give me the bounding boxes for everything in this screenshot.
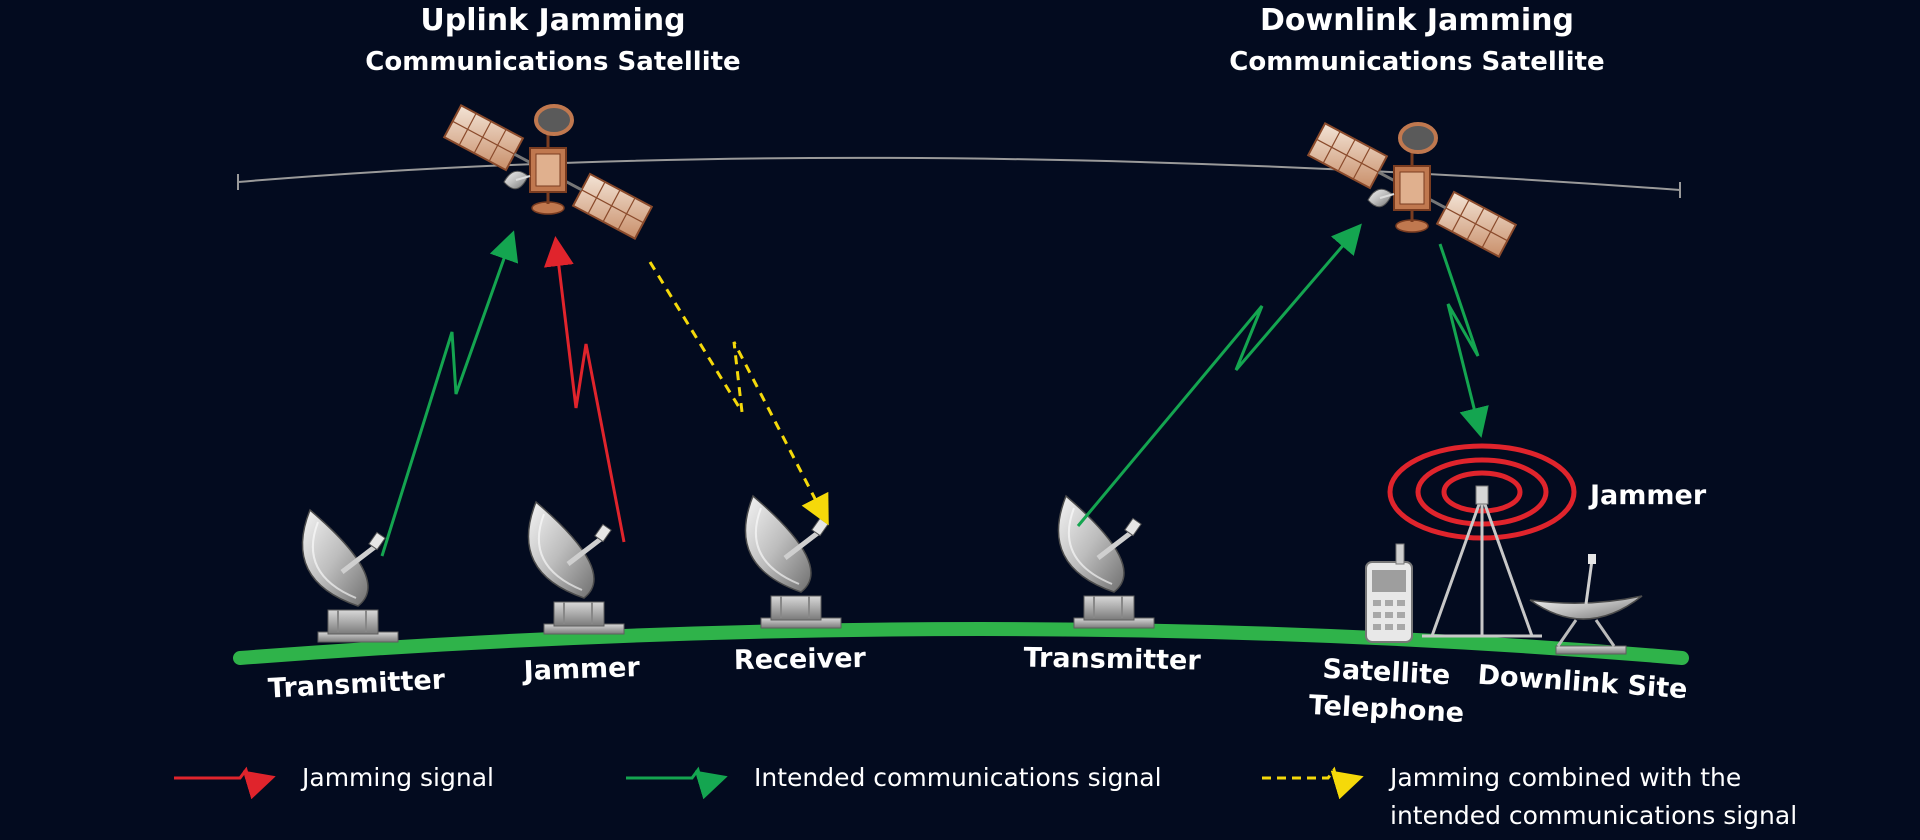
downlink-site-dish-icon xyxy=(1529,554,1643,655)
label-jammer-tower: Jammer xyxy=(1588,480,1707,511)
label-receiver: Receiver xyxy=(734,643,867,676)
downlink-transmitter-dish-icon xyxy=(1058,496,1154,628)
uplink-satellite-icon xyxy=(442,103,654,241)
downlink-satellite-icon xyxy=(1306,121,1518,259)
legend-jamming-label: Jamming signal xyxy=(300,763,494,792)
legend-combined-label-line1: Jamming combined with the xyxy=(1388,763,1741,792)
downlink-subtitle: Communications Satellite xyxy=(1229,47,1604,77)
legend: Jamming signal Intended communications s… xyxy=(174,763,1797,830)
jammer-tower-icon xyxy=(1387,443,1577,638)
uplink-subtitle: Communications Satellite xyxy=(365,47,740,77)
label-transmitter-2: Transmitter xyxy=(1023,642,1201,676)
label-downlink-site: Downlink Site xyxy=(1477,660,1689,706)
downlink-intended-uplink-signal xyxy=(1076,223,1362,527)
jammer-dish-icon xyxy=(528,502,624,634)
downlink-title: Downlink Jamming xyxy=(1260,3,1574,38)
label-transmitter-1: Transmitter xyxy=(267,664,446,704)
receiver-dish-icon xyxy=(745,496,841,628)
satellite-telephone-icon xyxy=(1365,543,1413,643)
uplink-jamming-signal xyxy=(543,236,626,543)
ground-curve xyxy=(233,622,1689,665)
legend-intended-swatch xyxy=(626,766,728,800)
legend-jamming-swatch xyxy=(174,766,276,800)
orbit-line xyxy=(237,156,1681,191)
label-satellite-telephone-line1: Satellite xyxy=(1322,654,1451,692)
uplink-transmitter-dish-icon xyxy=(302,510,398,642)
label-satellite-telephone-line2: Telephone xyxy=(1308,690,1465,729)
combined-signal-dashed xyxy=(648,261,829,526)
legend-combined-swatch xyxy=(1262,766,1364,800)
legend-combined-label-line2: intended communications signal xyxy=(1390,801,1797,830)
legend-intended-label: Intended communications signal xyxy=(754,763,1162,792)
uplink-intended-signal xyxy=(380,230,519,557)
downlink-intended-signal xyxy=(1438,243,1489,438)
label-jammer-1: Jammer xyxy=(521,652,641,687)
uplink-title: Uplink Jamming xyxy=(420,3,685,38)
